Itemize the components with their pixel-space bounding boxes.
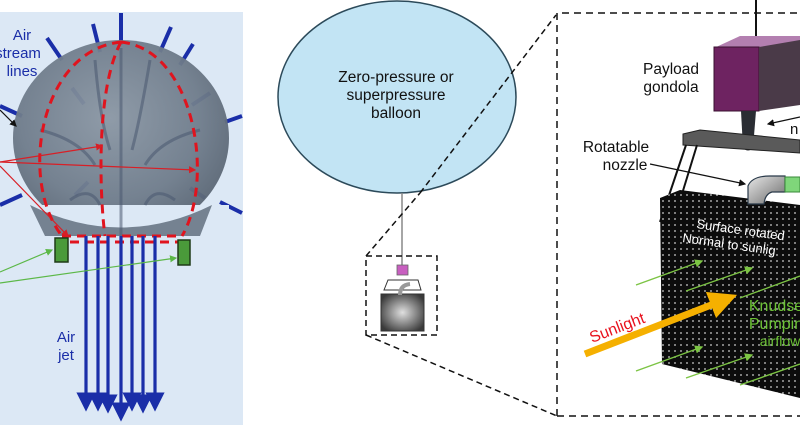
airflow-arrow [739,363,800,386]
svg-text:superpressure: superpressure [346,87,445,104]
top-rail [682,129,800,154]
thruster-left [54,237,69,263]
knudsen-pumping-label: Knudse Pumpin airflow [749,298,800,349]
zoom-connector [365,192,421,257]
svg-text:balloon: balloon [371,105,421,122]
air-jet-label: Air jet [57,329,75,364]
svg-text:Payload: Payload [643,61,699,78]
payload-front [713,46,760,112]
balloon-label: Zero-pressure or superpressure balloon [338,69,453,122]
pointer-nozzle [766,116,800,127]
pointer-green [0,249,54,273]
air-stream-lines-label: Air stream lines [0,27,41,80]
zoom-box [365,255,438,336]
left-panel: Air stream lines Air jet [0,12,243,425]
middle-panel: Zero-pressure or superpressure balloon [277,0,558,417]
svg-text:Pumpin: Pumpin [749,316,800,333]
svg-text:Rotatable: Rotatable [583,139,649,156]
zoom-connector [365,334,558,417]
zoom-connector [419,14,557,194]
rotatable-nozzle [747,175,786,205]
internal-flow-lines [39,48,201,236]
airflow-arrow [739,275,800,299]
pointer-rotatable-nozzle [649,163,747,187]
streamline-spike [0,193,23,207]
knudsen-airflow-arrows [635,259,800,386]
svg-text:Zero-pressure or: Zero-pressure or [338,69,453,86]
svg-text:Air: Air [13,27,31,44]
nozzle-label-cut: n [790,121,798,138]
mini-panel [380,293,425,332]
nozzle-pipe-green [784,176,800,193]
sphere-bottom [30,205,212,236]
thruster-right [177,239,191,266]
payload-side [759,40,800,111]
svg-text:lines: lines [7,63,38,80]
airflow-arrow [635,259,704,286]
pointer-green [0,255,178,284]
mini-payload [396,264,409,276]
pointer-red [0,161,197,174]
rotatable-nozzle-label: Rotatable nozzle [583,139,649,174]
streamline-spike [45,36,64,62]
svg-text:jet: jet [57,347,75,364]
pointer-red [0,165,69,237]
airflow-arrow [685,266,754,292]
svg-text:airflow: airflow [760,333,800,349]
pointer-black [0,109,17,127]
airflow-arrow [635,345,704,372]
pointer-red [0,143,104,163]
streamline-spike [224,114,243,124]
sunlight-arrow [583,292,738,358]
svg-text:nozzle: nozzle [603,157,648,174]
streamline-spike [219,200,243,215]
mini-nozzle [398,282,411,296]
svg-text:gondola: gondola [643,79,699,96]
svg-text:Air: Air [57,329,75,346]
right-panel: n Payload gondola Rotatable nozzle Surfa… [556,0,800,417]
svg-text:Knudse: Knudse [749,298,800,315]
payload-gondola-label: Payload gondola [643,61,699,96]
airflow-arrow [685,353,754,379]
frame-strut [681,144,698,195]
detail-frame [556,12,800,416]
svg-text:stream: stream [0,45,41,62]
